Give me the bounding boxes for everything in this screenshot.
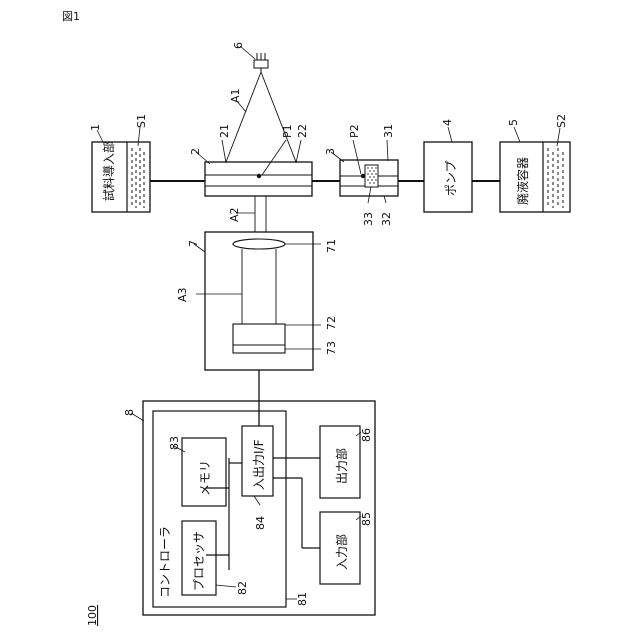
controller-number: 81 — [296, 592, 309, 606]
memory-number: 83 — [168, 436, 181, 450]
light-source-body — [254, 60, 268, 68]
particle-trap: 3 P2 31 33 32 — [324, 124, 398, 226]
flow-cell-box — [205, 162, 312, 196]
trap-part-31: 31 — [382, 124, 395, 138]
beam-a2 — [255, 196, 266, 232]
output-label: 出力部 — [334, 448, 349, 484]
sample-liquid-s1 — [132, 148, 144, 208]
lens-71-label: 71 — [325, 239, 338, 253]
light-source-number: 6 — [232, 42, 245, 49]
flow-cell-part-21: 21 — [218, 124, 231, 138]
flow-cell-part-22: 22 — [296, 124, 309, 138]
sample-s1-label: S1 — [135, 114, 148, 128]
reference-number: 100 — [86, 605, 99, 626]
waste-number: 5 — [507, 119, 520, 126]
pump-label: ポンプ — [444, 160, 458, 196]
detector-unit-number: 7 — [187, 240, 200, 247]
sample-inlet-box — [92, 142, 150, 212]
processor-number: 82 — [236, 581, 249, 595]
pump-number: 4 — [441, 119, 454, 126]
beam-a1-label: A1 — [229, 88, 242, 103]
memory-label: メモリ — [198, 460, 212, 496]
waste-box — [500, 142, 570, 212]
input-number: 85 — [360, 512, 373, 526]
detector-part-73-label: 73 — [325, 341, 338, 355]
io-number: 84 — [254, 516, 267, 530]
detector-part-72-label: 72 — [325, 316, 338, 330]
beam-a3 — [242, 249, 276, 324]
beam-a3-label: A3 — [176, 287, 189, 302]
sample-inlet-label: 試料導入部 — [101, 141, 116, 201]
waste-container: 廃液容器 5 S2 — [500, 114, 570, 212]
flow-cell: 2 21 P1 22 — [189, 124, 312, 196]
particle-p1-label: P1 — [281, 124, 294, 138]
detector-unit: 7 71 A3 72 73 — [176, 232, 338, 370]
sample-inlet-number: 1 — [89, 124, 102, 131]
input-label: 入力部 — [334, 534, 349, 570]
figure-label: 図1 — [62, 10, 80, 23]
particle-p2-label: P2 — [348, 124, 361, 138]
controller-label: コントローラ — [158, 526, 172, 598]
waste-label: 廃液容器 — [515, 157, 530, 205]
lens-71 — [233, 239, 285, 249]
particle-p1 — [257, 174, 261, 178]
sample-inlet: 試料導入部 1 S1 — [89, 114, 150, 212]
reference-number-group: 100 — [86, 605, 99, 626]
trap-part-32: 32 — [380, 212, 393, 226]
beam-a1 — [226, 72, 296, 162]
flow-cell-number: 2 — [189, 148, 202, 155]
pump: ポンプ 4 — [424, 119, 472, 212]
waste-s2-label: S2 — [555, 114, 568, 128]
beam-a2-label: A2 — [228, 207, 241, 222]
io-label: 入出力I/F — [252, 439, 266, 490]
waste-liquid-s2 — [548, 148, 563, 208]
trap-part-33: 33 — [362, 212, 375, 226]
detector-part-72 — [233, 324, 285, 353]
processor-label: プロセッサ — [192, 531, 206, 591]
computer: 8 コントローラ 81 入出力I/F 84 — [123, 401, 375, 615]
output-number: 86 — [360, 428, 373, 442]
light-source: 6 — [232, 42, 268, 72]
trap-number: 3 — [324, 148, 337, 155]
particle-p2 — [361, 174, 365, 178]
computer-box — [143, 401, 375, 615]
